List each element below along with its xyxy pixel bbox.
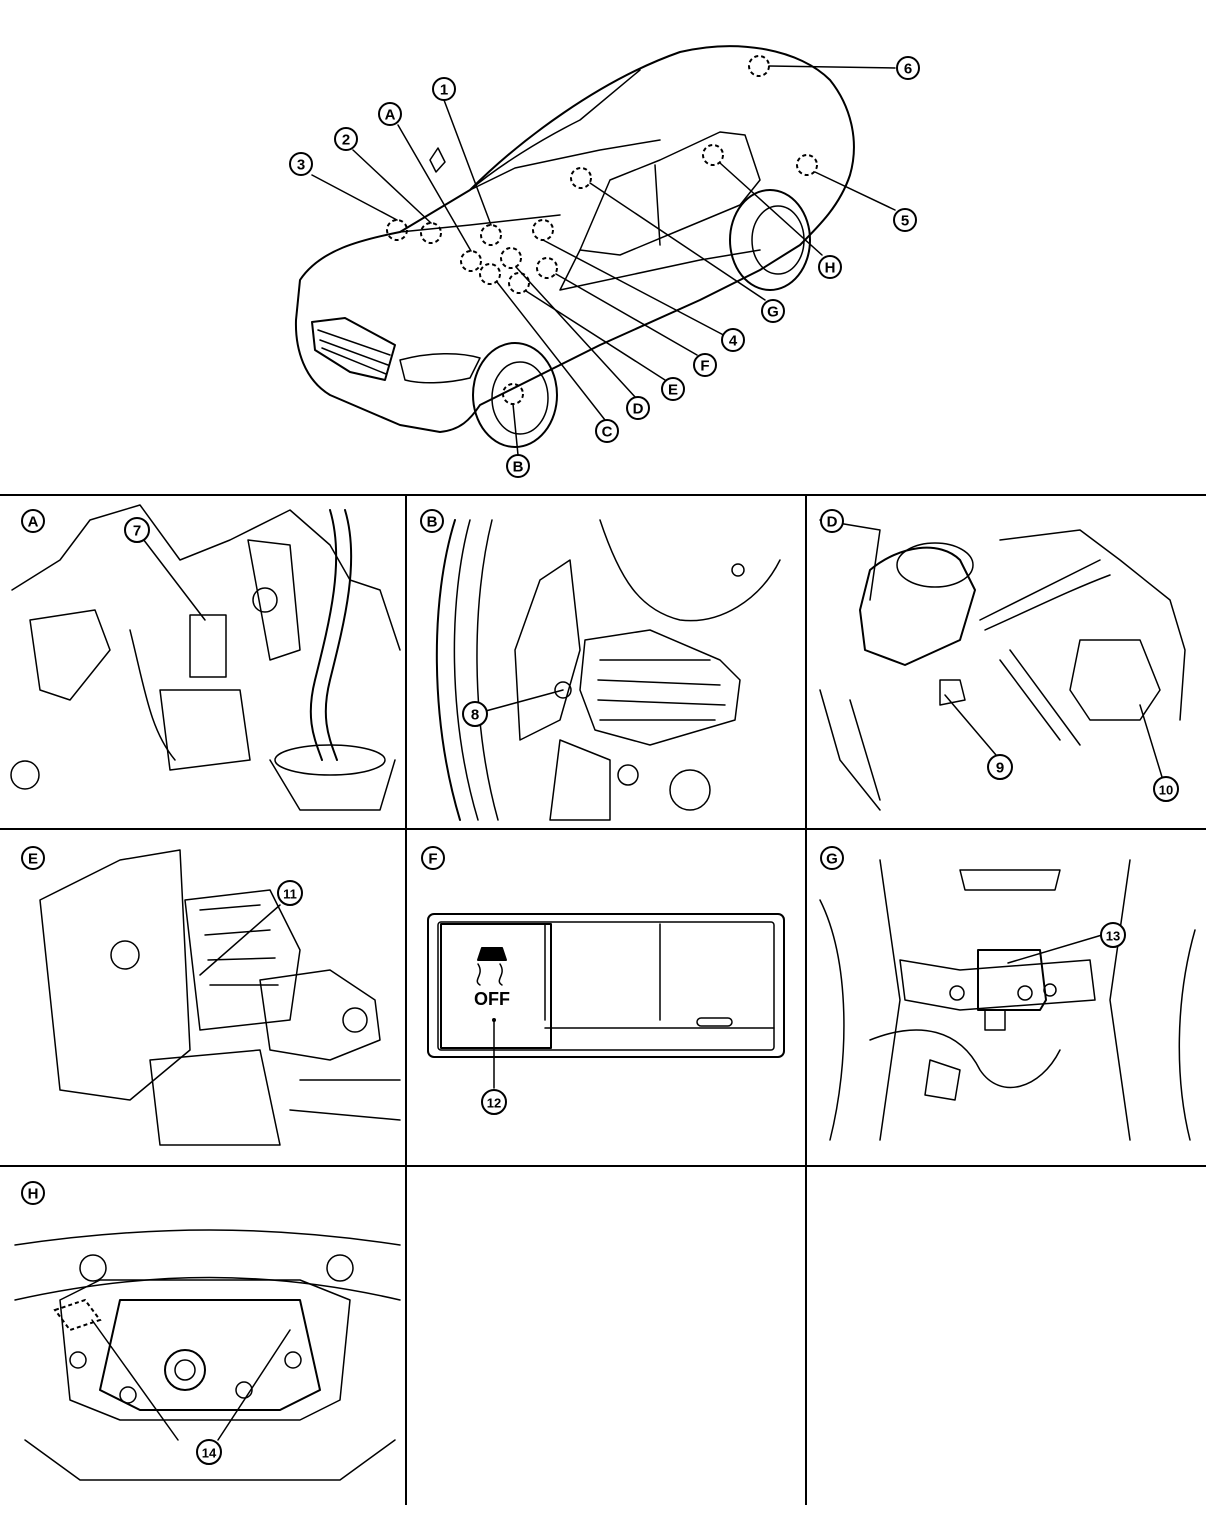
svg-text:9: 9	[996, 760, 1004, 777]
callout-12: 12	[481, 1089, 507, 1115]
svg-text:F: F	[428, 851, 437, 868]
panel-label-b: B	[420, 509, 444, 533]
panel-grid	[0, 494, 1206, 1505]
callout-5: 5	[893, 208, 917, 232]
panel-b-illustration	[435, 519, 781, 821]
callout-13: 13	[1100, 922, 1126, 948]
callout-d: D	[626, 396, 650, 420]
svg-text:7: 7	[133, 523, 141, 540]
callout-g: G	[761, 299, 785, 323]
panel-h-illustration	[14, 1229, 401, 1481]
panel-label-a: A	[21, 509, 45, 533]
svg-text:D: D	[827, 514, 838, 531]
svg-text:2: 2	[342, 132, 350, 149]
svg-text:A: A	[28, 514, 39, 531]
panel-e-illustration	[39, 849, 401, 1146]
svg-text:E: E	[668, 382, 678, 399]
car-body-outline	[294, 45, 855, 448]
svg-text:B: B	[427, 514, 438, 531]
callout-e: E	[661, 377, 685, 401]
panel-g-illustration	[819, 859, 1196, 1141]
panel-label-h: H	[21, 1181, 45, 1205]
svg-text:A: A	[385, 107, 396, 124]
panel-d-illustration	[819, 519, 1186, 811]
callout-7: 7	[124, 517, 150, 543]
panel-f-illustration: OFF	[427, 913, 785, 1089]
callout-14: 14	[196, 1439, 222, 1465]
panel-callouts: A 7 B 8 D 9 10E 11 F 12 G 13H 14	[21, 509, 1179, 1465]
vdc-off-icon	[476, 947, 507, 986]
callout-b: B	[506, 454, 530, 478]
svg-text:D: D	[633, 401, 644, 418]
overview-callouts: 1 2 3 4 5 6A B C D E F G H	[289, 56, 920, 478]
callout-11: 11	[277, 880, 303, 906]
svg-text:6: 6	[904, 61, 912, 78]
callout-10: 10	[1153, 776, 1179, 802]
svg-text:G: G	[767, 304, 779, 321]
callout-9: 9	[987, 754, 1013, 780]
callout-6: 6	[896, 56, 920, 80]
leader-lines	[311, 65, 896, 456]
svg-text:5: 5	[901, 213, 909, 230]
svg-text:3: 3	[297, 157, 305, 174]
panel-a-illustration	[10, 504, 401, 811]
callout-3: 3	[289, 152, 313, 176]
svg-text:C: C	[602, 424, 613, 441]
callout-c: C	[595, 419, 619, 443]
callout-8: 8	[462, 701, 488, 727]
svg-text:H: H	[825, 260, 836, 277]
svg-text:14: 14	[202, 1446, 217, 1461]
callout-a: A	[378, 102, 402, 126]
panel-label-d: D	[820, 509, 844, 533]
svg-text:F: F	[700, 358, 709, 375]
callout-1: 1	[432, 77, 456, 101]
svg-text:11: 11	[283, 887, 297, 902]
svg-text:8: 8	[471, 707, 479, 724]
callout-2: 2	[334, 127, 358, 151]
svg-text:B: B	[513, 459, 524, 476]
svg-text:E: E	[28, 851, 38, 868]
callout-4: 4	[721, 328, 745, 352]
switch-off-label: OFF	[474, 989, 510, 1009]
svg-text:4: 4	[729, 333, 738, 350]
car-overview: 1 2 3 4 5 6A B C D E F G H	[289, 45, 920, 478]
svg-text:H: H	[28, 1186, 39, 1203]
panel-label-e: E	[21, 846, 45, 870]
panel-label-g: G	[820, 846, 844, 870]
callout-f: F	[693, 353, 717, 377]
svg-text:12: 12	[487, 1096, 501, 1111]
svg-text:1: 1	[440, 82, 448, 99]
svg-text:13: 13	[1106, 929, 1120, 944]
svg-text:10: 10	[1159, 783, 1173, 798]
callout-h: H	[818, 255, 842, 279]
panel-label-f: F	[421, 846, 445, 870]
svg-text:G: G	[826, 851, 838, 868]
